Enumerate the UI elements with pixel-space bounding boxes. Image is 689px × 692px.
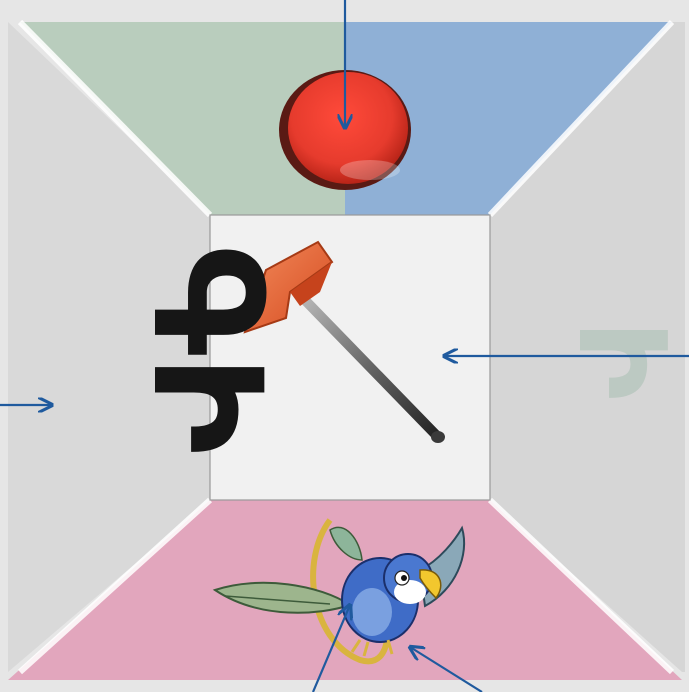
- right-wall-letter: Ի: [551, 320, 689, 400]
- left-wall-letters: ԳԻ: [119, 245, 293, 454]
- red-circle-highlight: [340, 160, 400, 180]
